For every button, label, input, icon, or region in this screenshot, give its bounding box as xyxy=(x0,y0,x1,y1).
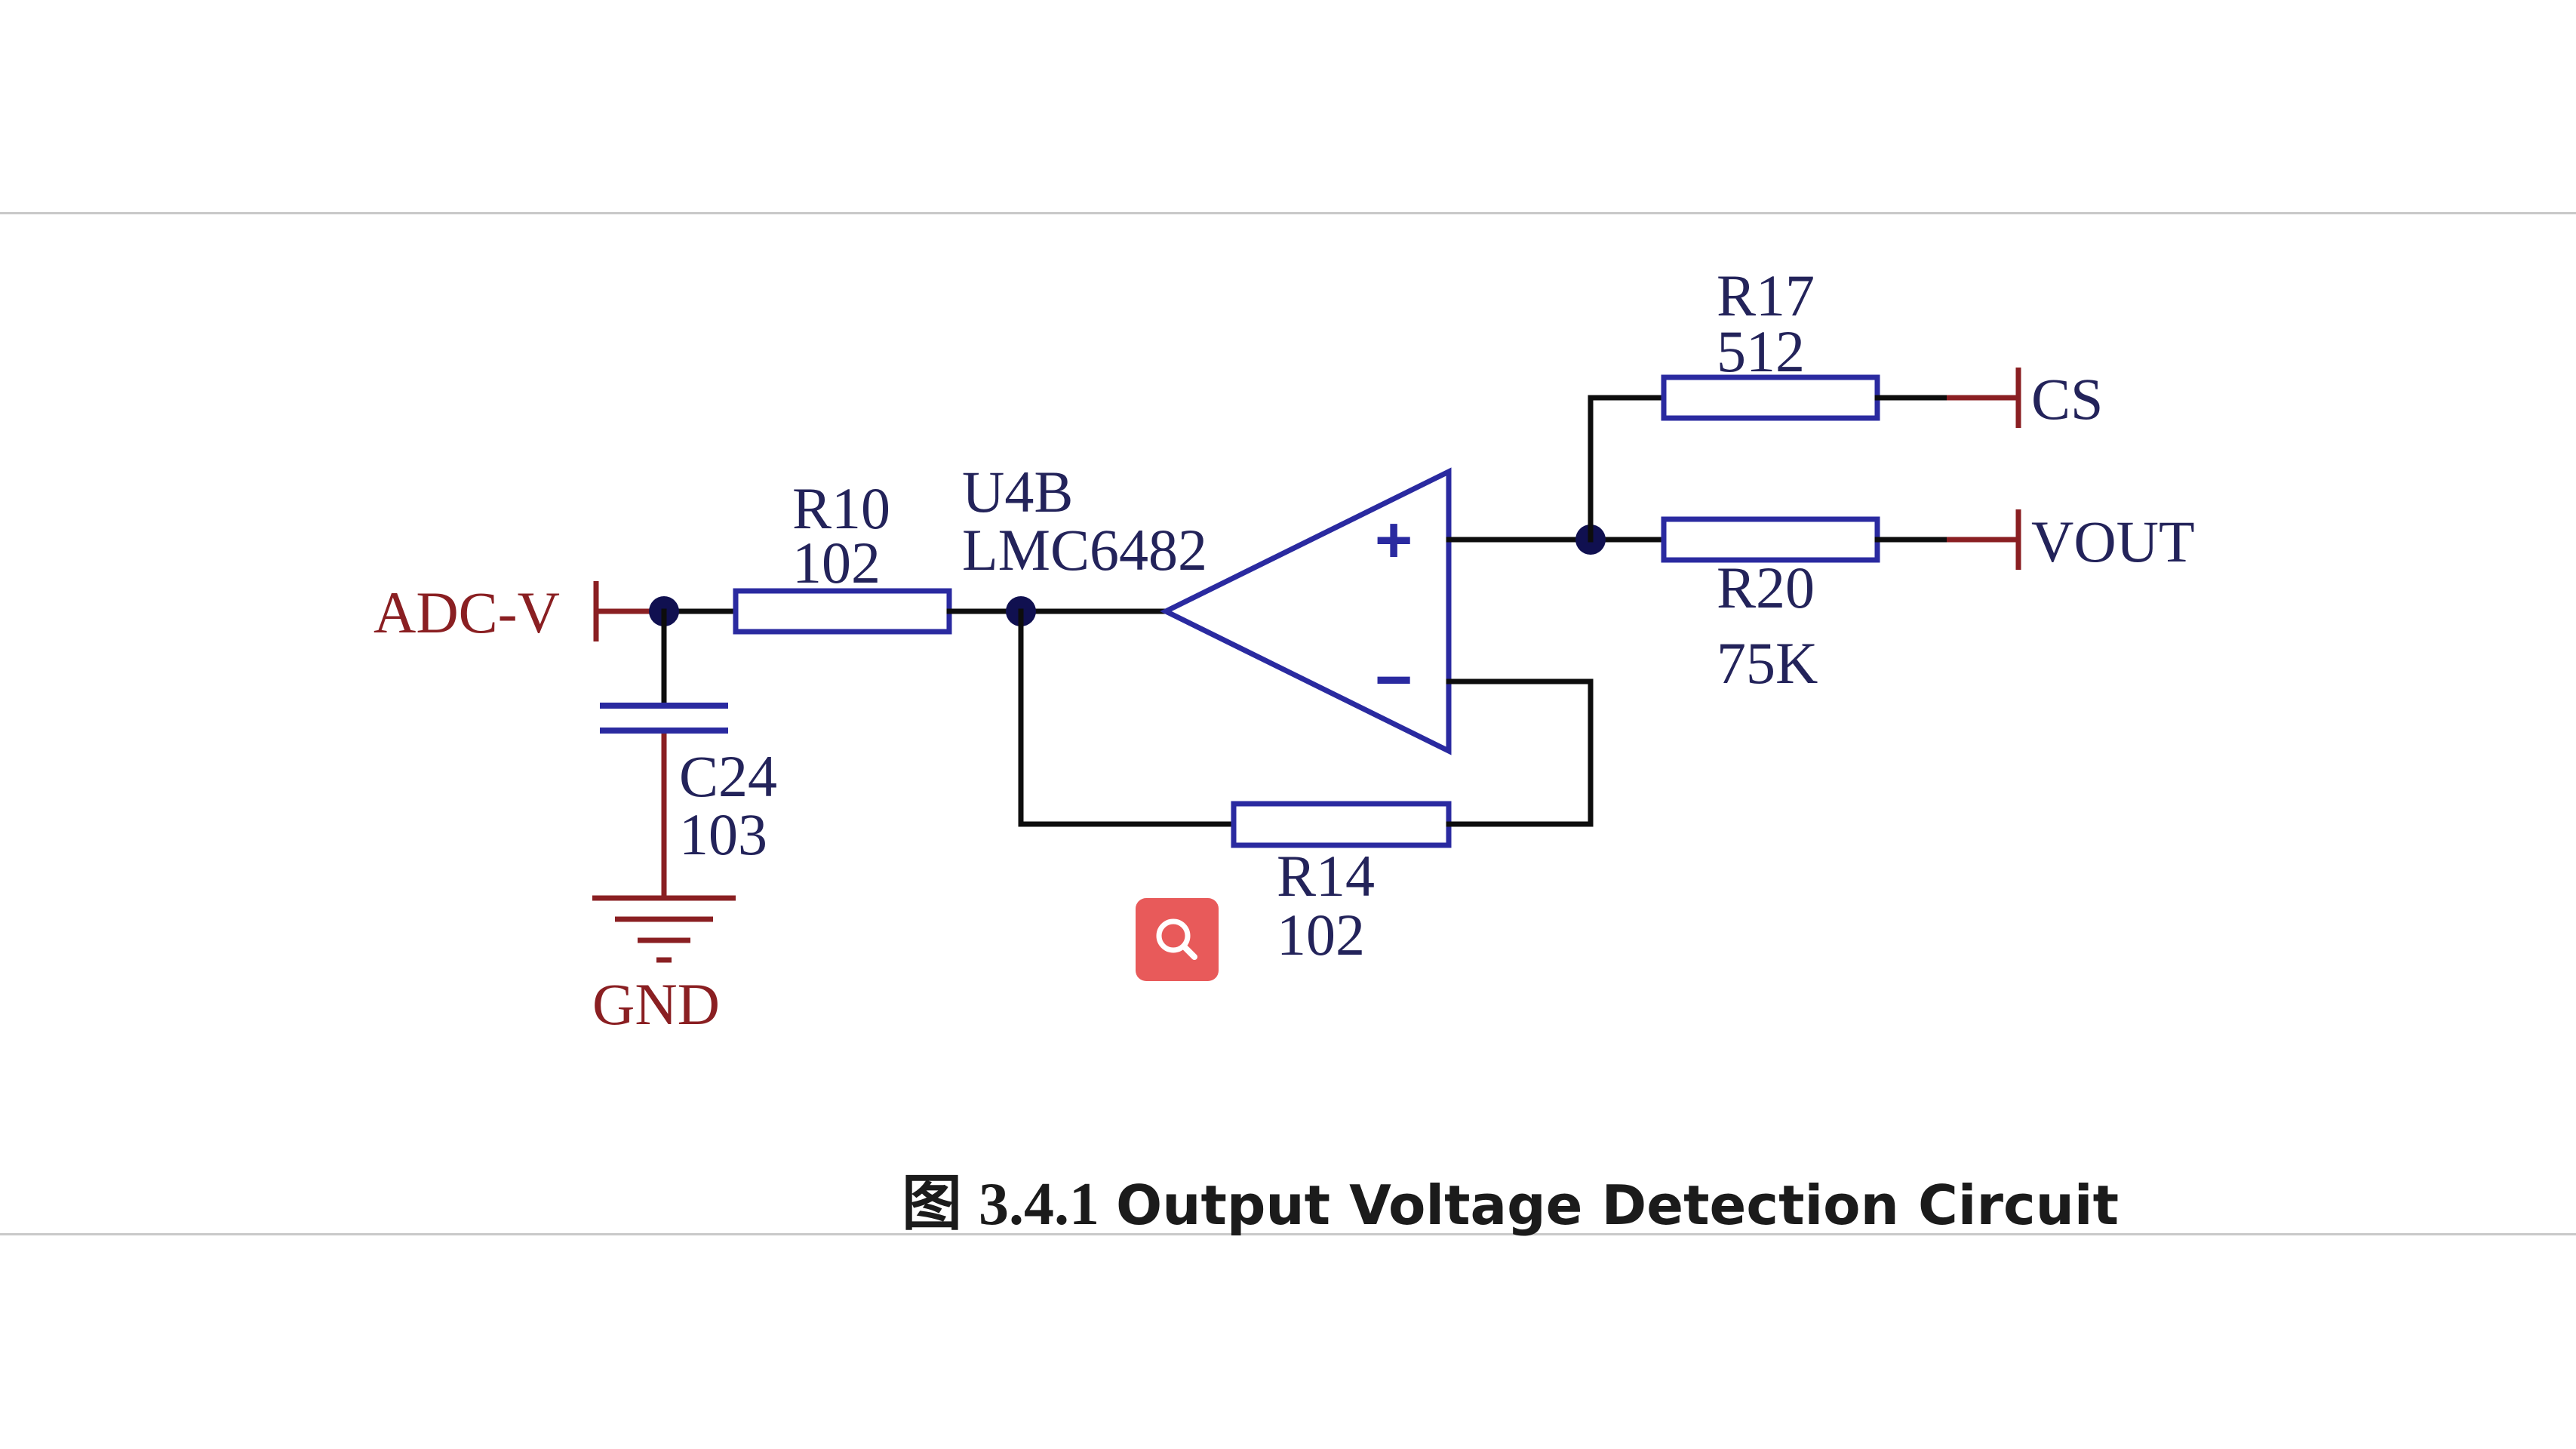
u4b-part-label: LMC6482 xyxy=(962,517,1207,583)
figure-caption: 图 3.4.1 Output Voltage Detection Circuit xyxy=(902,1155,2119,1242)
r17-value-label: 512 xyxy=(1717,318,1805,384)
r20-name-label: R20 xyxy=(1717,555,1815,620)
r14-name-label: R14 xyxy=(1277,843,1375,909)
r14-resistor xyxy=(1231,801,1452,848)
search-button[interactable] xyxy=(1136,898,1219,981)
r10-value-label: 102 xyxy=(792,530,881,595)
cs-label: CS xyxy=(2031,366,2103,432)
bottom-divider xyxy=(0,1233,2576,1235)
r17-name-label: R17 xyxy=(1717,263,1815,328)
opamp-minus-sign: − xyxy=(1375,644,1412,716)
u4b-name-label: U4B xyxy=(962,459,1073,525)
r14-value-label: 102 xyxy=(1277,902,1365,968)
adc-v-label: ADC-V xyxy=(373,580,560,645)
r20-value-label: 75K xyxy=(1717,630,1818,696)
figure-title: Output Voltage Detection Circuit xyxy=(1116,1174,2120,1237)
c24-name-label: C24 xyxy=(679,743,777,809)
vout-label: VOUT xyxy=(2031,509,2195,574)
top-divider xyxy=(0,212,2576,214)
r20-resistor xyxy=(1661,516,1880,563)
opamp-plus-sign: + xyxy=(1375,504,1412,577)
search-icon xyxy=(1156,918,1197,960)
opamp-u4b xyxy=(1160,467,1452,755)
r17-resistor xyxy=(1661,374,1880,421)
r10-name-label: R10 xyxy=(792,475,890,541)
figure-number: 3.4.1 xyxy=(979,1171,1099,1238)
figure-prefix: 图 xyxy=(902,1168,962,1238)
c24-value-label: 103 xyxy=(679,801,767,867)
gnd-label: GND xyxy=(592,971,720,1037)
r10-resistor xyxy=(733,588,952,635)
